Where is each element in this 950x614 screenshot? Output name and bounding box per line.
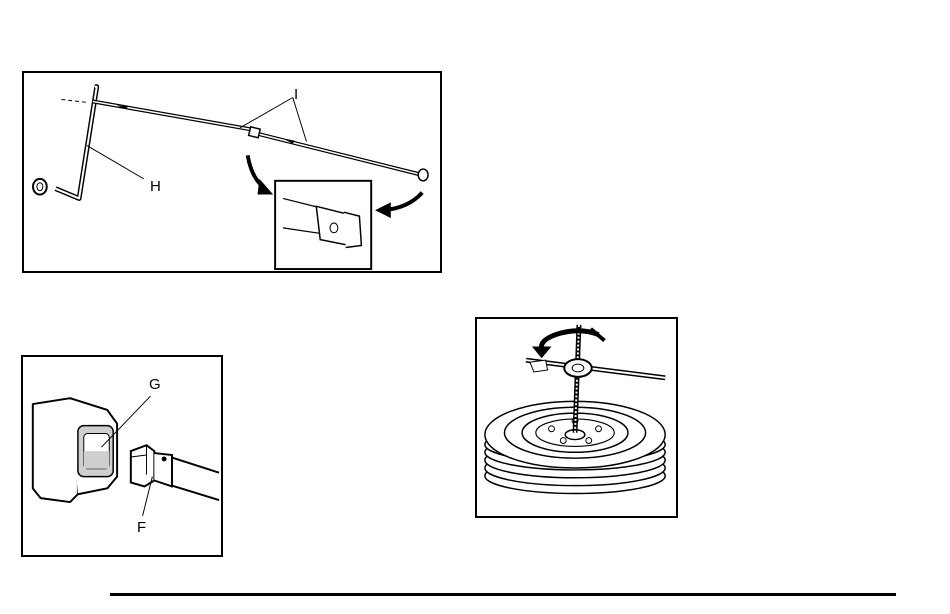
jack-handle-extension-figure: H I: [22, 71, 442, 273]
jack-handle-illustration: [24, 73, 440, 271]
jack-drive-connection-figure: G F: [21, 355, 223, 557]
callout-i: I: [294, 87, 298, 102]
page-footer-rule: [110, 593, 896, 596]
callout-f: F: [137, 520, 146, 535]
callout-g: G: [149, 377, 161, 392]
jack-drive-illustration: [23, 357, 221, 555]
callout-h: H: [150, 179, 161, 194]
spare-tire-lowering-figure: [475, 317, 678, 518]
spare-tire-illustration: [477, 319, 676, 516]
